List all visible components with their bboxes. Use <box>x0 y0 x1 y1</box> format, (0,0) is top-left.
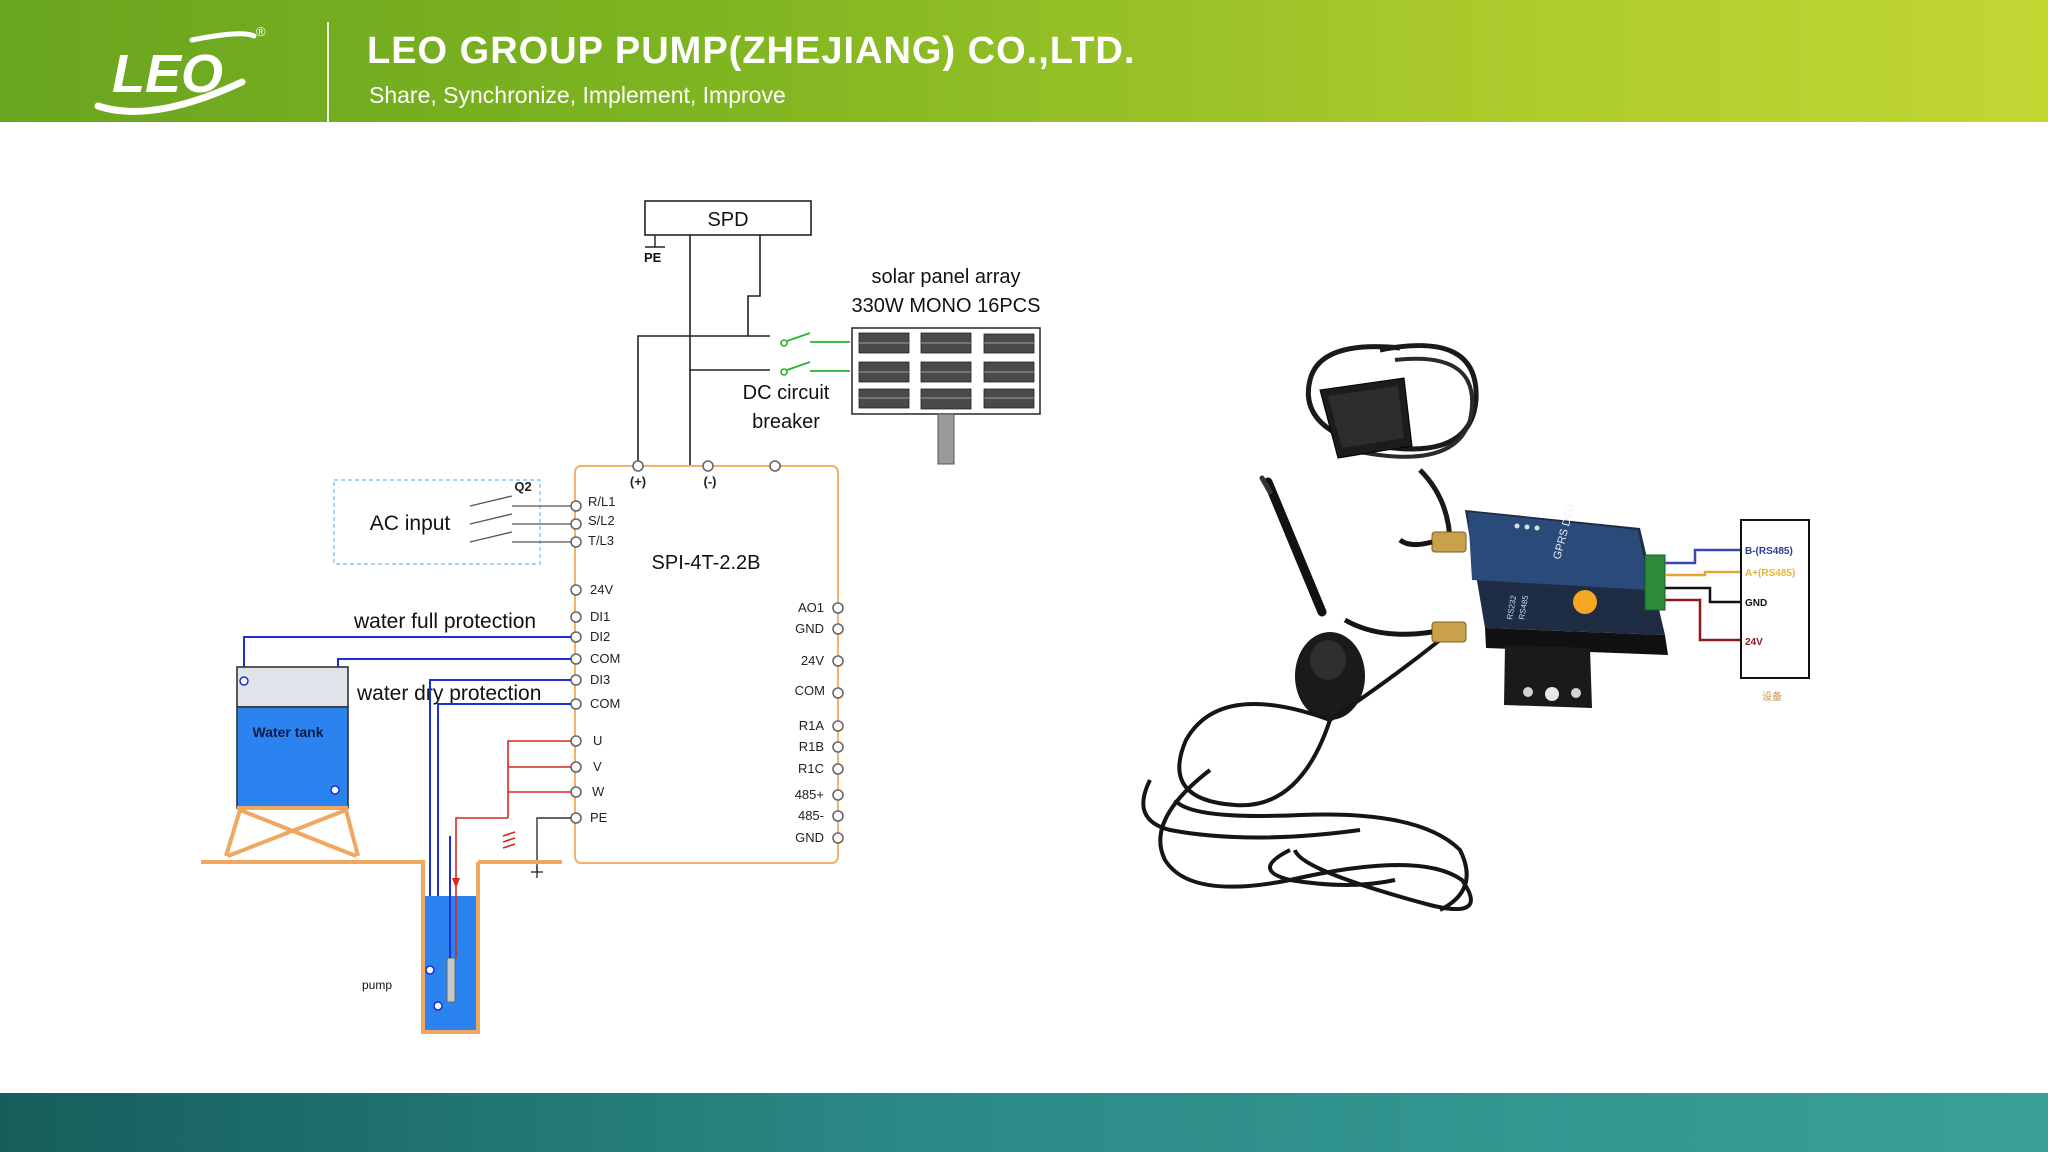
terminal-com-1: COM <box>590 651 620 666</box>
water-full-label: water full protection <box>353 610 536 633</box>
gps-antenna-icon <box>1305 343 1479 548</box>
terminal-v: V <box>593 759 602 774</box>
dtu-modem-icon: GPRS DTU RS232 RS485 <box>1343 503 1668 708</box>
terminal-com-2: COM <box>590 696 620 711</box>
terminal-ao1: AO1 <box>798 600 824 615</box>
terminal-u: U <box>593 733 602 748</box>
gsm-antenna-icon <box>1141 475 1473 912</box>
terminal-r1c: R1C <box>798 761 824 776</box>
dc-input-terminals: (+) (-) <box>630 460 781 489</box>
pump-label: pump <box>362 978 392 992</box>
company-slogan: Share, Synchronize, Implement, Improve <box>369 82 786 108</box>
terminal-485-plus: 485+ <box>795 787 824 802</box>
terminal-tl3: T/L3 <box>588 533 614 548</box>
left-terminal-labels: R/L1 S/L2 T/L3 24V DI1 DI2 COM DI3 COM U… <box>588 494 620 825</box>
terminal-pe: PE <box>590 810 608 825</box>
inverter-model: SPI-4T-2.2B <box>652 552 761 574</box>
motor-wires <box>452 740 571 890</box>
right-terminal-labels: AO1 GND 24V COM R1A R1B R1C 485+ 485- GN… <box>795 600 825 845</box>
solar-panel-array-icon <box>851 327 1041 465</box>
water-tank-icon: Water tank <box>224 666 360 858</box>
wire-label-24v: 24V <box>1745 637 1763 648</box>
q2-label: Q2 <box>514 479 531 494</box>
terminal-gnd-2: GND <box>795 830 824 845</box>
terminal-r1b: R1B <box>799 739 824 754</box>
ground-symbol: PE <box>644 235 665 265</box>
logo-text: LEO <box>112 44 223 104</box>
device-box-caption: 设备 <box>1762 690 1782 703</box>
terminal-r1a: R1A <box>799 718 825 733</box>
dc-minus-label: (-) <box>704 474 717 489</box>
ac-input-block: AC input Q2 <box>333 479 575 565</box>
terminal-sl2: S/L2 <box>588 513 615 528</box>
right-terminal-markers <box>832 602 844 844</box>
company-name: LEO GROUP PUMP(ZHEJIANG) CO.,LTD. <box>367 30 1136 72</box>
terminal-w: W <box>592 784 605 799</box>
water-tank-label: Water tank <box>252 724 323 740</box>
terminal-rl1: R/L1 <box>588 494 615 509</box>
well-icon <box>421 836 480 1034</box>
solar-label-line1: solar panel array <box>872 266 1021 288</box>
wiring-diagram: SPD PE DC circuit breaker <box>201 200 1810 1034</box>
dtu-port-rs485: RS485 <box>1517 594 1530 620</box>
registered-mark: ® <box>256 24 266 39</box>
device-box: B-(RS485) A+(RS485) GND 24V 设备 <box>1740 519 1810 703</box>
wire-label-b-rs485: B-(RS485) <box>1745 546 1793 557</box>
wire-label-gnd: GND <box>1745 598 1767 609</box>
water-dry-label: water dry protection <box>356 682 541 705</box>
header-divider <box>327 22 329 122</box>
spd-box: SPD <box>644 200 812 236</box>
terminal-24v-right: 24V <box>801 653 824 668</box>
solar-label-line2: 330W MONO 16PCS <box>852 295 1041 317</box>
terminal-di1: DI1 <box>590 609 610 624</box>
leo-logo: LEO ® <box>94 24 266 115</box>
wire-label-a-rs485: A+(RS485) <box>1745 568 1795 579</box>
terminal-gnd-1: GND <box>795 621 824 636</box>
breaker-label-line2: breaker <box>752 411 820 433</box>
header-banner: LEO ® LEO GROUP PUMP(ZHEJIANG) CO.,LTD. … <box>0 0 2048 122</box>
pe-label: PE <box>644 250 662 265</box>
terminal-485-minus: 485- <box>798 808 824 823</box>
terminal-com-right: COM <box>795 683 825 698</box>
terminal-24v-left: 24V <box>590 582 613 597</box>
dc-breaker-switches <box>780 332 850 376</box>
pe-ground-wire <box>531 817 571 878</box>
terminal-di3: DI3 <box>590 672 610 687</box>
footer-band <box>0 1093 2048 1152</box>
dtu-port-rs232: RS232 <box>1505 594 1518 620</box>
dc-plus-label: (+) <box>630 474 646 489</box>
left-terminal-markers <box>570 500 582 824</box>
dtu-output-wires <box>1665 548 1740 642</box>
ac-input-label: AC input <box>370 512 451 535</box>
dc-wiring <box>637 235 770 478</box>
spd-label: SPD <box>707 209 748 231</box>
terminal-di2: DI2 <box>590 629 610 644</box>
breaker-label-line1: DC circuit <box>743 382 830 404</box>
